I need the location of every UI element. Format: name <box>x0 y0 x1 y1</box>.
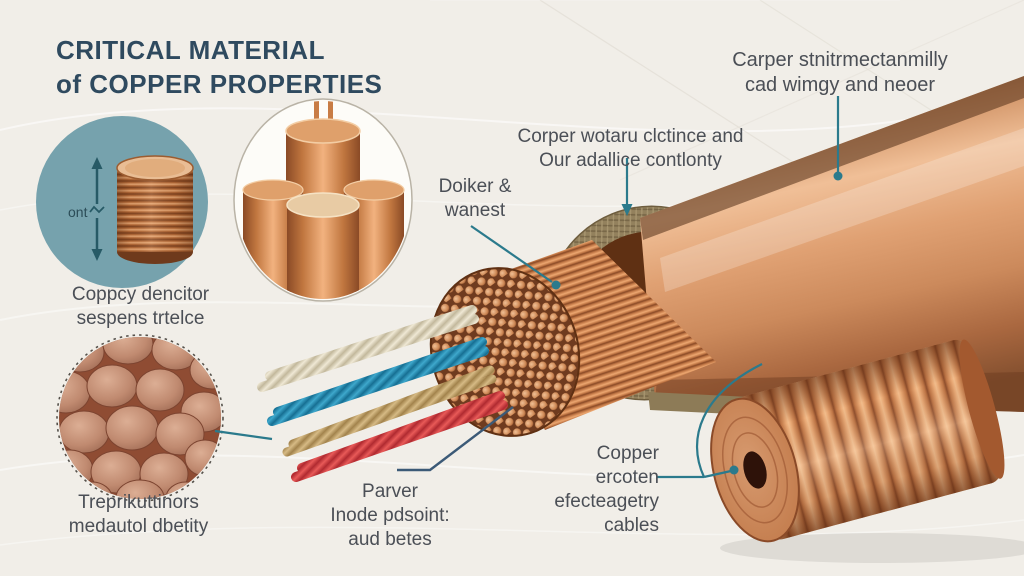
label-density: Coppcy dencitor sespens trtelce <box>71 284 210 329</box>
callout-line-power <box>397 406 514 472</box>
callout-lines <box>214 96 843 479</box>
disc-stack-annotation: ont <box>68 204 88 220</box>
callout-line-jacket <box>833 96 843 181</box>
label-power: Parver Inode pdsoint: aud betes <box>330 481 450 550</box>
height-measure-arrow <box>89 157 105 261</box>
label-jacket: Carper stnitrmectanmilly cad wimgy and n… <box>732 49 948 97</box>
copper-coil-illustration <box>710 339 1024 563</box>
breakout-wires <box>257 305 508 482</box>
label-strands: Doiker & wanest <box>438 176 512 221</box>
callout-line-strands <box>470 225 561 290</box>
label-cross-section: Treprikuttinors medautol dbetity <box>68 492 209 537</box>
callout-line-shield <box>621 158 633 216</box>
copper-disc-stack-illustration: ont <box>36 116 208 288</box>
title-line-2: of COPPER PROPERTIES <box>56 68 383 99</box>
wire-cross-section-illustration <box>56 334 224 502</box>
copper-cylinders-illustration <box>233 98 413 302</box>
label-shield: Corper wotaru clctince and Our adallice … <box>517 126 744 171</box>
label-coil: Copper ercoten efecteagetry cables <box>554 443 659 536</box>
page-title: CRITICAL MATERIAL of COPPER PROPERTIES <box>56 34 382 102</box>
title-line-1: CRITICAL MATERIAL <box>56 35 325 65</box>
callout-line-cross-section <box>214 429 273 441</box>
callout-line-coil <box>657 363 763 479</box>
